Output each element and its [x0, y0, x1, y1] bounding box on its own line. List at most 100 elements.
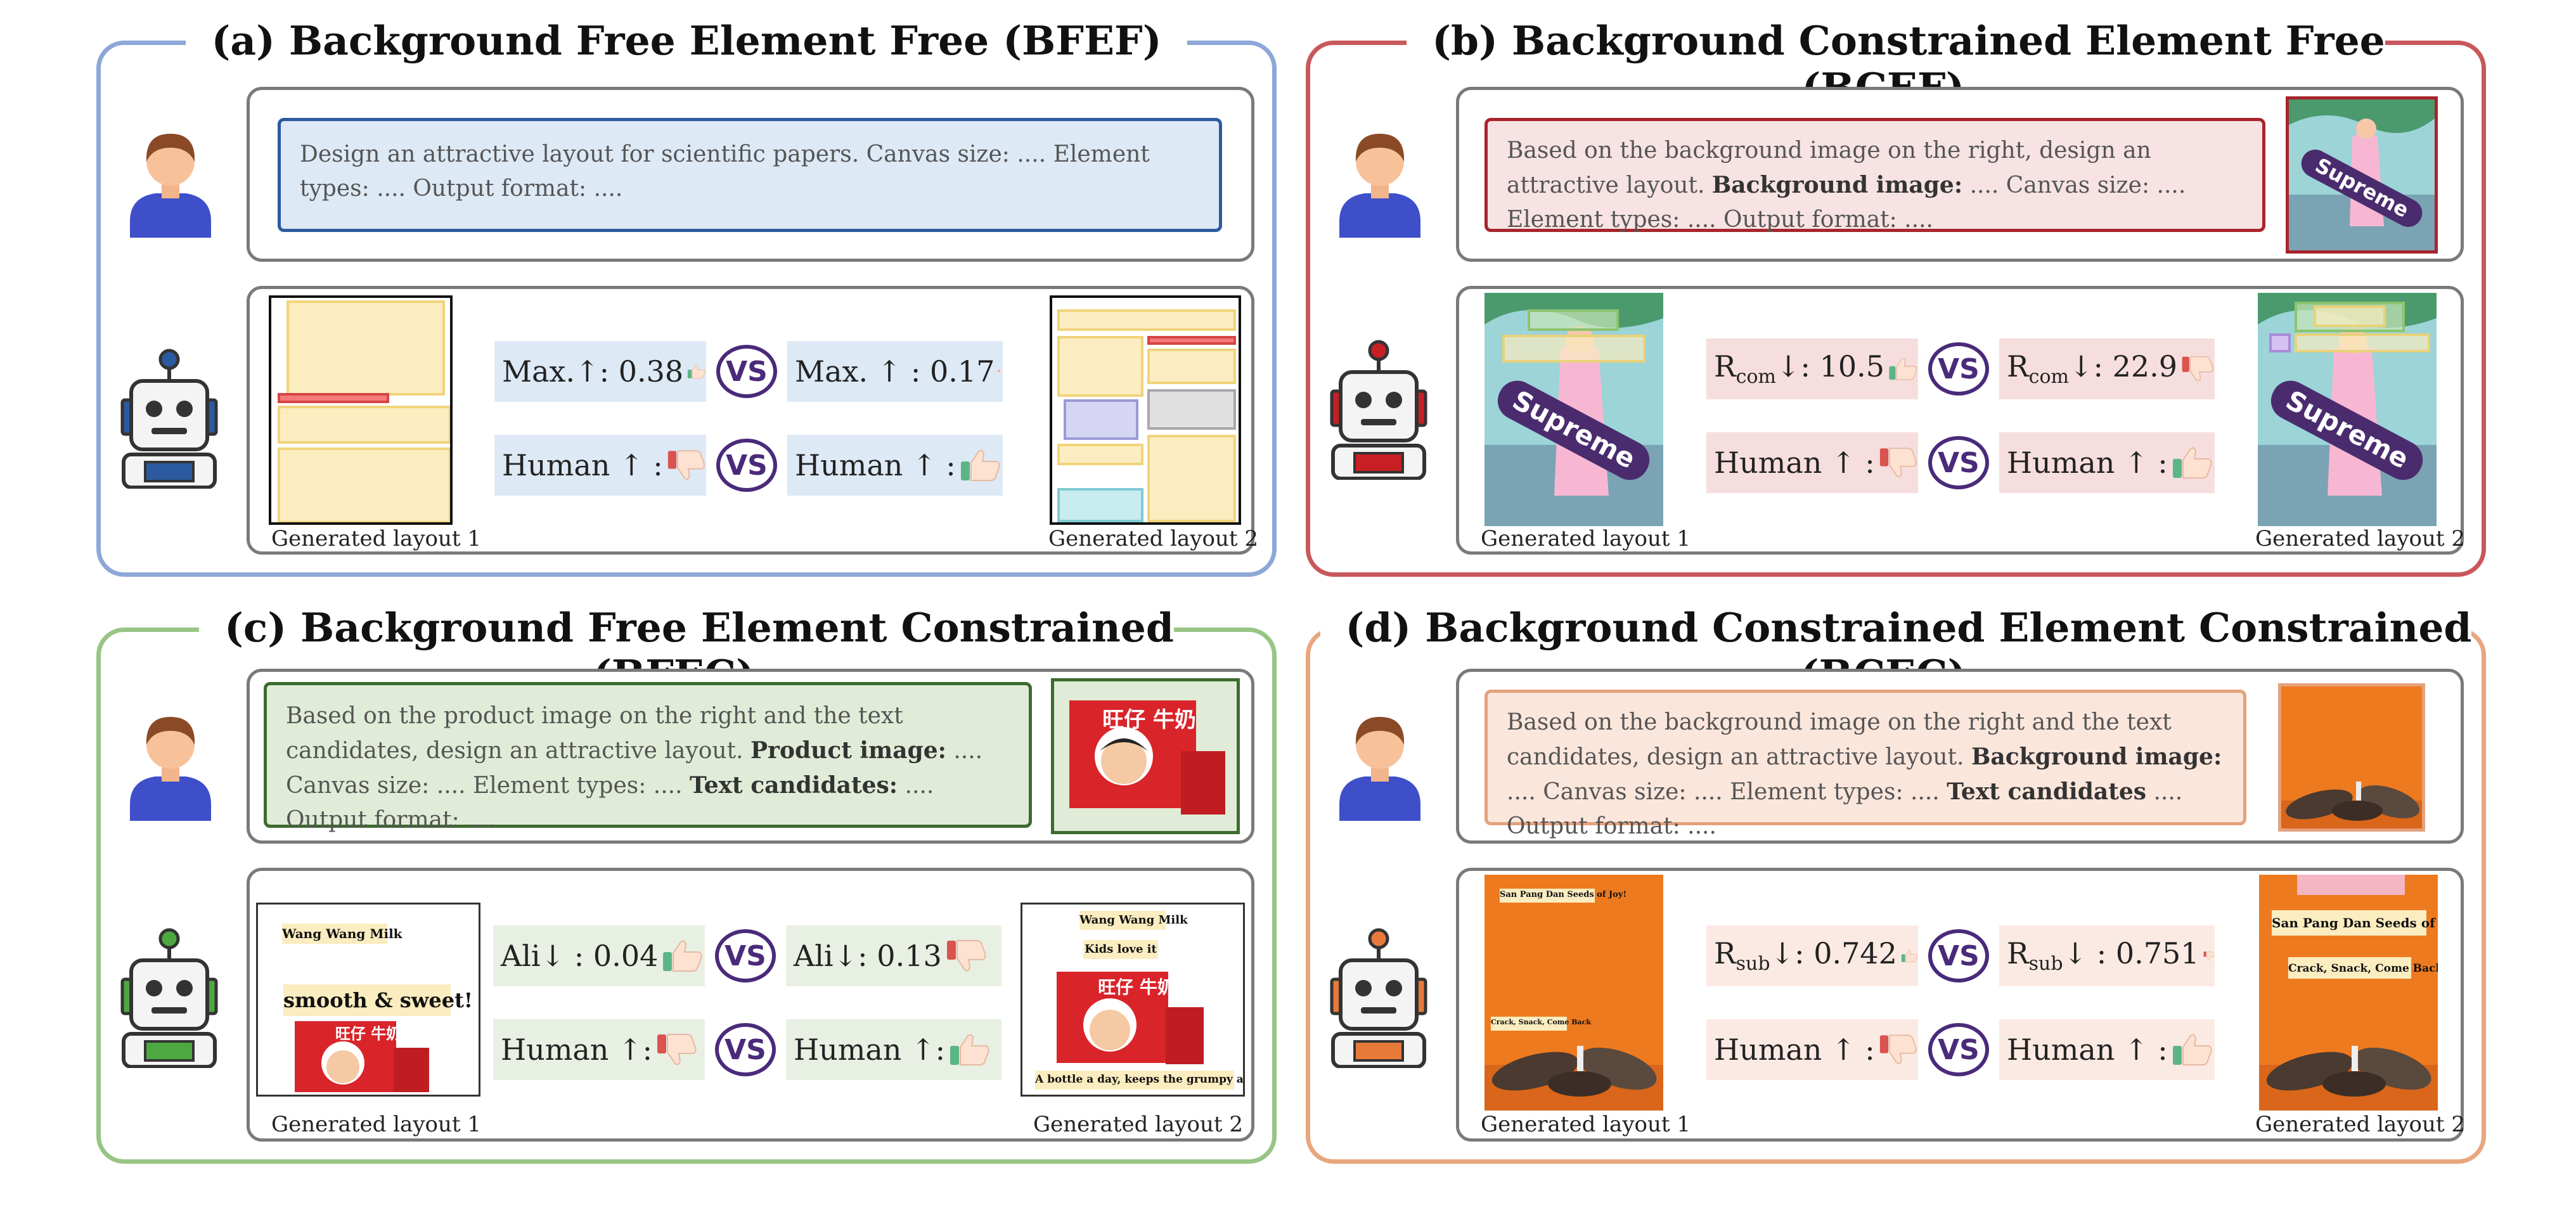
background-image: Supreme [2286, 96, 2438, 254]
metric-rsub-left: Rsub↓: 0.742 [1706, 925, 1918, 986]
caption-layout-1: Generated layout 1 [271, 1112, 482, 1137]
panel-bfec: (c) Background Free Element Constrained … [96, 604, 1277, 1164]
layout-element [1057, 336, 1143, 397]
layout-element [2314, 306, 2386, 327]
metric-human-right: Human ↑ : [1999, 1019, 2215, 1080]
thumbs-up-icon [950, 1034, 989, 1066]
layout-element [278, 406, 450, 444]
layout-element [1057, 488, 1143, 522]
thumbs-down-icon [2182, 356, 2213, 382]
layout-element [1147, 349, 1236, 384]
prompt-box: Based on the background image on the rig… [1456, 87, 2464, 262]
vs-badge: VS [1928, 342, 1989, 396]
vs-badge: VS [1928, 1023, 1989, 1076]
panel-bfef: (a) Background Free Element Free (BFEF) … [96, 17, 1277, 577]
metric-rsub-right: Rsub↓ : 0.751 [1999, 925, 2215, 986]
layout-element [1064, 399, 1138, 440]
layout-text-element [283, 984, 451, 1016]
robot-icon [120, 349, 218, 489]
product-text: 旺仔 牛奶 [1102, 707, 1196, 733]
layout-text-element [1500, 889, 1595, 903]
vs-badge: VS [715, 1023, 776, 1076]
vs-badge: VS [715, 929, 776, 982]
metric-human-left: Human ↑ : [1706, 432, 1918, 493]
thumbs-up-icon [688, 364, 705, 379]
panel-bcef: (b) Background Constrained Element Free … [1306, 17, 2486, 577]
layout-element [2295, 333, 2430, 352]
layout-text: Crack, Snack, Come Back [1491, 1018, 1592, 1026]
prompt-box: Based on the background image on the rig… [1456, 669, 2464, 844]
metric-ali-right: Ali↓: 0.13 [786, 925, 1001, 986]
thumbs-up-icon [2172, 1034, 2212, 1066]
metric-rcom-left: Rcom↓: 10.5 [1706, 338, 1918, 399]
thumbs-down-icon [2203, 951, 2215, 960]
generated-layout-1: Wang Wang Milk smooth & sweet! 旺仔 牛奶 [256, 903, 480, 1097]
metric-max-left: Max.↑: 0.38 [494, 341, 706, 402]
metric-ali-left: Ali↓ : 0.04 [493, 925, 705, 986]
caption-layout-2: Generated layout 2 [1033, 1112, 1244, 1137]
layout-text-element [1491, 1017, 1567, 1031]
layout-element [278, 448, 450, 522]
generated-layout-2 [1050, 295, 1241, 525]
caption-layout-2: Generated layout 2 [1048, 526, 1259, 551]
panel-bcec: (d) Background Constrained Element Const… [1306, 604, 2486, 1164]
output-box: Generated layout 1 Max.↑: 0.38 VS Max. ↑… [247, 286, 1258, 555]
layout-element [278, 393, 389, 403]
prompt-box: Design an attractive layout for scientif… [247, 87, 1254, 262]
caption-layout-1: Generated layout 1 [1481, 526, 1691, 551]
svg-text:旺仔 牛奶: 旺仔 牛奶 [335, 1025, 401, 1043]
layout-text: Crack, Snack, Come Back [2288, 962, 2438, 975]
background-image [2278, 683, 2425, 832]
layout-element [2297, 875, 2405, 895]
generated-layout-1: Supreme [1484, 293, 1663, 526]
metric-max-right: Max. ↑ : 0.17 [787, 341, 1003, 402]
layout-text-element [1035, 1071, 1234, 1090]
layout-element [1057, 309, 1236, 331]
layout-text-element [1083, 940, 1158, 959]
layout-text: A bottle a day, keeps the grumpy away! [1035, 1073, 1244, 1086]
metric-human-right: Human ↑: [786, 1019, 1001, 1080]
product-image: 旺仔 牛奶 [1051, 678, 1240, 834]
skateboard-photo: Supreme [2289, 100, 2435, 250]
layout-text-element [2288, 957, 2411, 979]
prompt-text: Based on the product image on the right … [264, 682, 1032, 833]
robot-icon [1330, 340, 1427, 480]
caption-layout-2: Generated layout 2 [2255, 526, 2466, 551]
prompt-box: Based on the product image on the right … [247, 669, 1254, 844]
layout-element [1528, 309, 1619, 331]
robot-icon [120, 928, 218, 1068]
thumbs-down-icon [1879, 1034, 1917, 1064]
metric-human-right: Human ↑ : [1999, 432, 2215, 493]
metric-human-right: Human ↑ : [787, 435, 1003, 496]
generated-layout-1 [269, 295, 453, 525]
layout-element [1147, 389, 1236, 430]
vs-badge: VS [1928, 436, 1989, 489]
output-box: Supreme Generated layout 1 Rcom↓: 10.5 V… [1456, 286, 2466, 555]
vs-badge: VS [716, 439, 777, 492]
output-box: San Pang Dan Seeds of Joy! Crack, Snack,… [1456, 868, 2465, 1142]
caption-layout-1: Generated layout 1 [271, 526, 482, 551]
thumbs-up-icon [663, 940, 702, 972]
thumbs-down-icon [667, 450, 705, 480]
thumbs-up-icon [2172, 447, 2212, 479]
layout-text-element [282, 924, 387, 944]
layout-text-element [1079, 911, 1166, 930]
panel-title: (a) Background Free Element Free (BFEF) [186, 17, 1187, 64]
robot-icon [1330, 928, 1427, 1068]
layout-element [1147, 435, 1236, 522]
layout-element [1147, 336, 1236, 345]
generated-layout-1: San Pang Dan Seeds of Joy! Crack, Snack,… [1484, 875, 1663, 1111]
prompt-text: Based on the background image on the rig… [1484, 118, 2265, 233]
metric-rcom-right: Rcom↓: 22.9 [1999, 338, 2215, 399]
layout-element [287, 300, 445, 396]
prompt-text: Based on the background image on the rig… [1484, 690, 2246, 839]
product-photo: 旺仔 牛奶 [1057, 972, 1204, 1064]
layout-element [2269, 333, 2291, 352]
layout-text: Kids love it [1085, 943, 1157, 956]
caption-layout-1: Generated layout 1 [1481, 1112, 1691, 1137]
thumbs-down-icon [1879, 448, 1917, 477]
vs-badge: VS [1928, 929, 1989, 982]
user-icon [130, 717, 211, 821]
generated-layout-2: Wang Wang Milk Kids love it 旺仔 牛奶 A bott… [1021, 903, 1245, 1097]
layout-text: Wang Wang Milk [282, 926, 402, 941]
